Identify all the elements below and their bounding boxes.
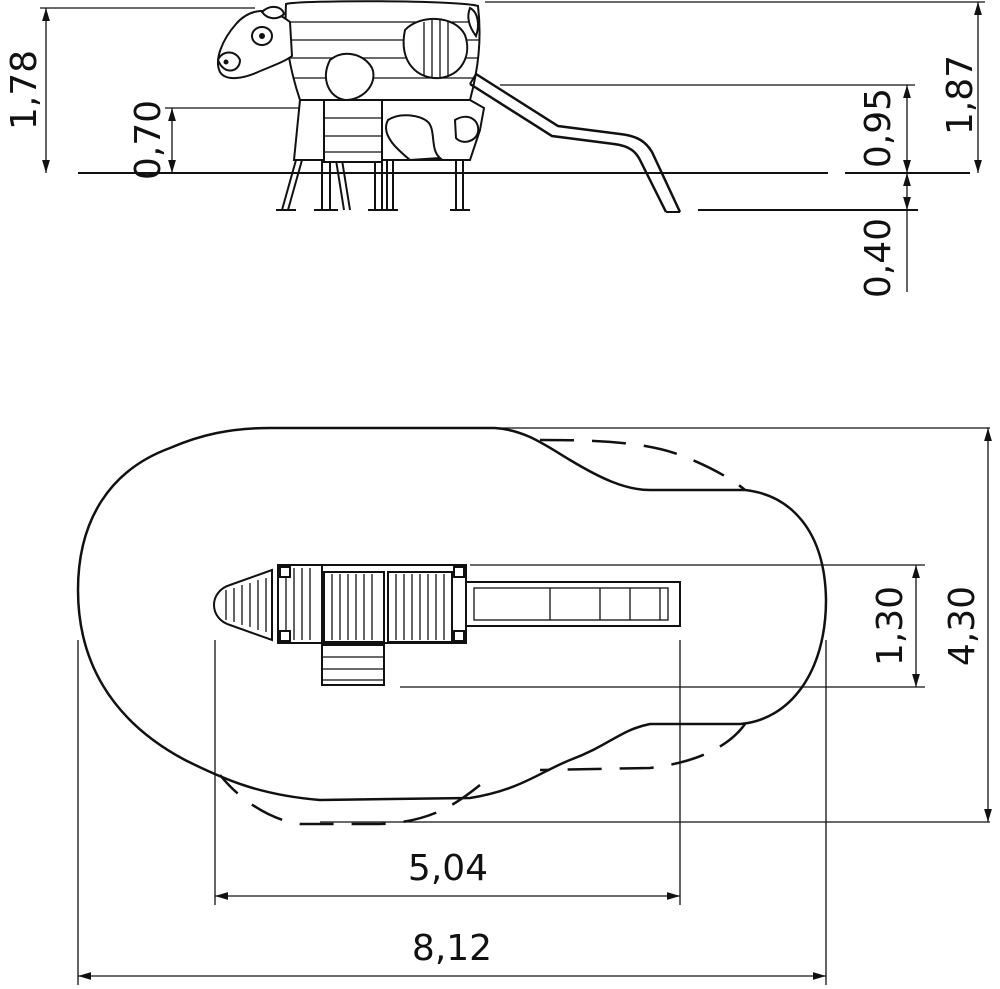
post	[281, 159, 297, 211]
post-square	[453, 566, 465, 578]
safety-zone-dashed	[219, 774, 481, 826]
cow-spot	[453, 115, 480, 143]
cow-spot-window	[402, 17, 469, 80]
cow-head-top	[212, 568, 273, 642]
slide-side	[469, 72, 682, 213]
top-view: 1,30 4,30 5,04 8,12	[76, 426, 992, 985]
side-view: 1,78 0,70 0,95 1,87 0,40	[4, 0, 985, 298]
label-length-small: 5,04	[408, 848, 488, 889]
label-foundation-depth: 0,40	[858, 218, 899, 298]
ladder-top	[321, 644, 385, 686]
label-total-height-right: 1,87	[940, 55, 981, 135]
label-slide-height: 0,95	[858, 88, 899, 168]
cow-playhouse-top	[212, 564, 681, 686]
post	[341, 159, 351, 211]
safety-zone-dashed	[539, 438, 746, 491]
cow-playhouse-side	[216, 0, 486, 211]
cow-pupil	[259, 33, 265, 39]
deck-section	[323, 571, 385, 643]
label-length-total: 8,12	[412, 928, 492, 969]
slide-bed	[473, 587, 669, 621]
ladder	[323, 99, 383, 163]
cow-ear	[260, 6, 286, 20]
cow-spot	[385, 114, 443, 162]
slide-top-edge	[469, 82, 668, 213]
label-total-height-left: 1,78	[4, 50, 45, 130]
cow-spot	[325, 52, 375, 102]
post	[335, 159, 345, 211]
label-platform-height: 0,70	[128, 100, 169, 180]
slide-start	[469, 73, 477, 85]
slide-top	[465, 581, 681, 627]
cow-spot	[467, 6, 479, 39]
label-width-small: 1,30	[870, 586, 911, 666]
post-square	[279, 566, 291, 578]
post-square	[279, 630, 291, 642]
safety-zone-outline	[76, 426, 828, 802]
slide-bottom-edge	[475, 72, 682, 213]
cow-nostril	[223, 59, 229, 65]
cow-snout	[216, 51, 242, 72]
label-width-total: 4,30	[942, 586, 983, 666]
post	[287, 159, 303, 211]
safety-zone-dashed	[539, 723, 747, 772]
post-square	[453, 630, 465, 642]
